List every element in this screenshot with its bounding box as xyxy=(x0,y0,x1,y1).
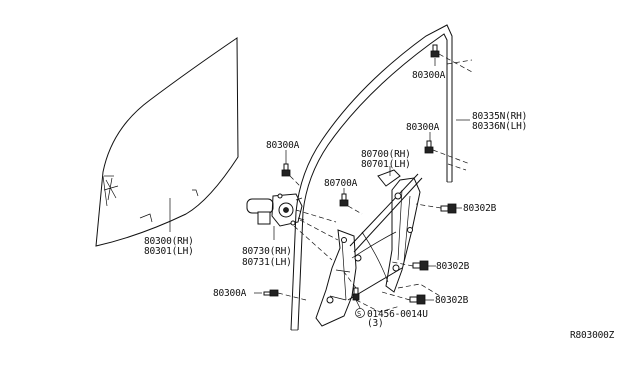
leader-lines xyxy=(169,58,470,309)
label-80336n: 80336N(LH) xyxy=(472,121,527,132)
reference-code: R803000Z xyxy=(570,330,615,341)
bolt-80300a-top xyxy=(430,44,440,58)
label-80302b-c: 80302B xyxy=(435,295,469,306)
label-80731: 80731(LH) xyxy=(242,257,292,268)
label-80700: 80700(RH) xyxy=(361,149,411,160)
bolt-01456 xyxy=(352,287,360,301)
label-80301: 80301(LH) xyxy=(144,246,194,257)
nut-80302b-c xyxy=(409,294,426,305)
bolt-80300a-mid xyxy=(424,140,434,154)
regulator-motor xyxy=(246,193,305,227)
label-80302b-b: 80302B xyxy=(436,261,470,272)
bolt-80300a-bottom xyxy=(263,289,279,297)
label-80300a-left: 80300A xyxy=(266,140,300,151)
label-80300: 80300(RH) xyxy=(144,236,194,247)
label-80300a-mid: 80300A xyxy=(406,122,440,133)
label-80300a-top: 80300A xyxy=(412,70,446,81)
label-s-mark: S xyxy=(357,310,361,318)
label-80300a-bottom: 80300A xyxy=(213,288,247,299)
glass-logo-mark xyxy=(103,177,119,201)
label-80701: 80701(LH) xyxy=(361,159,411,170)
nut-80302b-b xyxy=(412,260,429,271)
glass-run-channel xyxy=(290,24,453,331)
label-80730: 80730(RH) xyxy=(242,246,292,257)
bolt-80300a-left xyxy=(281,163,291,177)
label-80302b-a: 80302B xyxy=(463,203,497,214)
door-glass xyxy=(95,37,239,247)
part-labels: 80300A 80335N(RH) 80336N(LH) 80300A 8030… xyxy=(144,70,615,341)
nut-80302b-a xyxy=(440,203,457,214)
window-regulator xyxy=(315,169,423,327)
alignment-lines xyxy=(277,53,473,313)
label-01456: 01456-0014U xyxy=(367,309,428,320)
s-circle-mark xyxy=(355,308,365,318)
label-01456-qty: (3) xyxy=(367,318,384,329)
bolt-80700a xyxy=(339,193,349,207)
label-80335n: 80335N(RH) xyxy=(472,111,527,122)
label-80700a: 80700A xyxy=(324,178,358,189)
